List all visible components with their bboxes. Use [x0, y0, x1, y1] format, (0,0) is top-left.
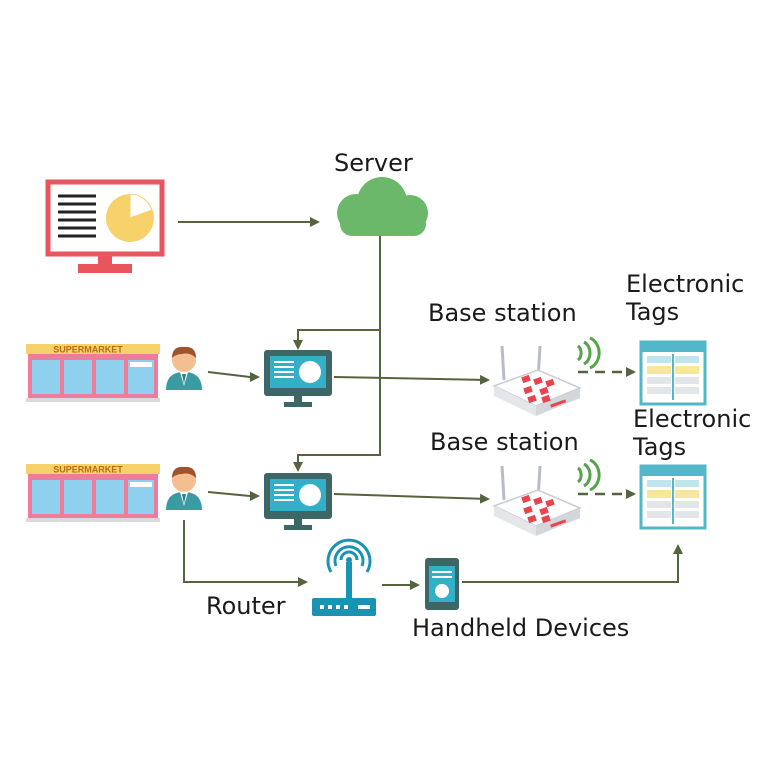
electronic-tag-icon — [639, 464, 707, 530]
router-label: Router — [206, 592, 286, 620]
server-label: Server — [334, 149, 413, 177]
supermarket-icon: SUPERMARKET — [26, 344, 160, 402]
wifi-signal-icon — [576, 458, 601, 492]
person-icon — [166, 346, 202, 390]
connector-person2-router — [183, 520, 308, 587]
cloud-icon — [337, 177, 428, 236]
supermarket-sign-1: SUPERMARKET — [53, 345, 123, 355]
handheld-devices-label: Handheld Devices — [412, 614, 630, 642]
connector-server-terminal-2 — [293, 330, 381, 472]
connector-handheld-tags2 — [462, 544, 683, 583]
connector-terminal1-bs1 — [333, 374, 490, 385]
supermarket-sign-2: SUPERMARKET — [53, 465, 123, 475]
electronic-tag-icon — [639, 340, 707, 406]
router-icon — [312, 538, 376, 616]
terminal-icon — [263, 349, 333, 408]
connector-person2-terminal2 — [207, 491, 260, 501]
connector-server-terminal-1 — [293, 234, 381, 350]
connector-terminal2-bs2 — [333, 493, 490, 504]
connector-person1-terminal1 — [207, 371, 260, 382]
base-station-icon — [492, 464, 582, 538]
electronic-tags-label-2: Electronic Tags — [633, 405, 752, 461]
base-station-icon — [492, 344, 582, 418]
terminal-icon — [263, 472, 333, 531]
base-station-label-2: Base station — [430, 428, 579, 456]
person-icon — [166, 466, 202, 510]
electronic-tags-label-1: Electronic Tags — [626, 270, 745, 326]
supermarket-icon: SUPERMARKET — [26, 464, 160, 522]
handheld-device-icon — [425, 558, 459, 610]
base-station-label-1: Base station — [428, 299, 577, 327]
wifi-signal-icon — [576, 336, 601, 370]
monitor-icon — [45, 179, 165, 273]
